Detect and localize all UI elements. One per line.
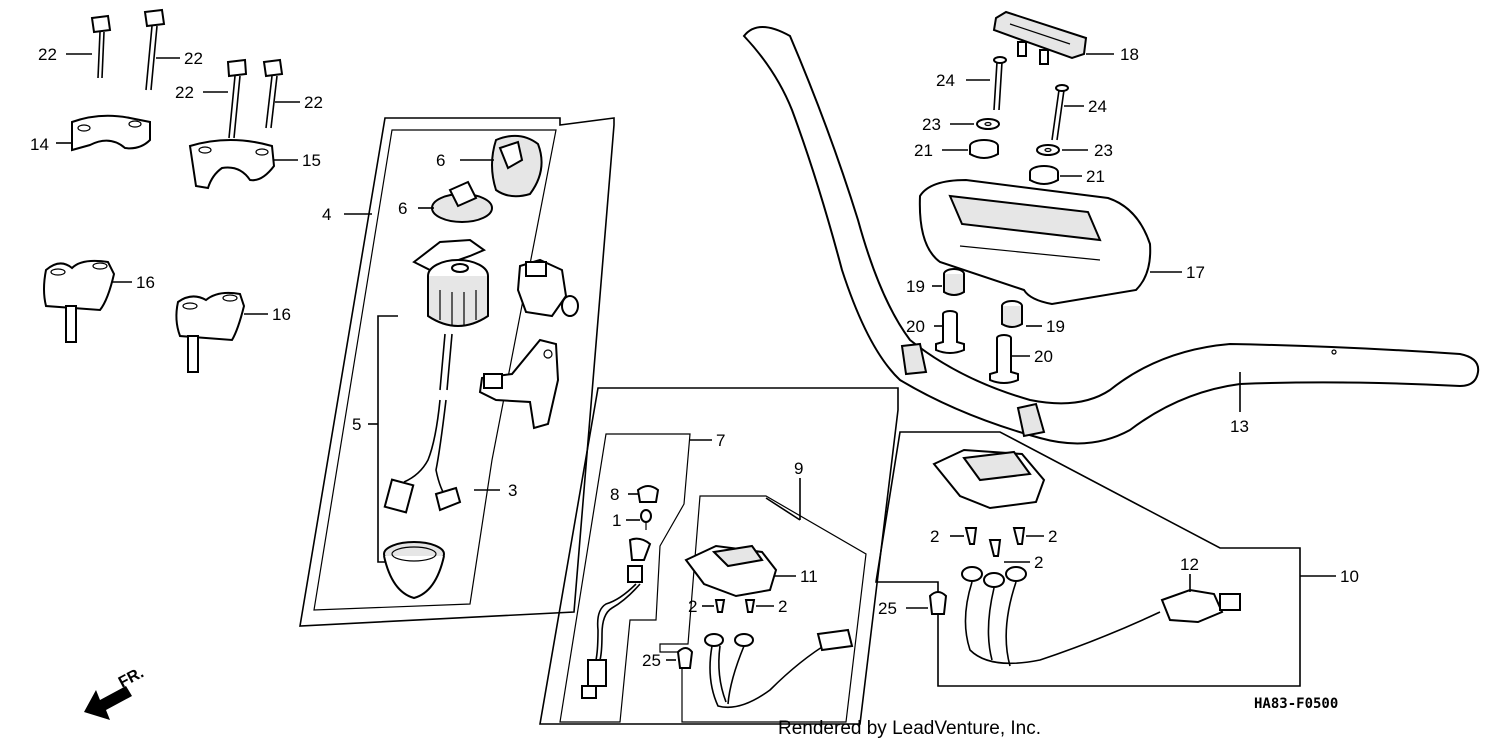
callout-20-a: 20 xyxy=(906,317,925,336)
callout-2-c: 2 xyxy=(930,527,939,546)
callout-23-b: 23 xyxy=(1094,141,1113,160)
terminal-2-d xyxy=(1012,527,1026,545)
callout-18: 18 xyxy=(1120,45,1139,64)
front-arrow-icon: FR. xyxy=(84,664,147,720)
callout-16-a: 16 xyxy=(136,273,155,292)
washer-23-a xyxy=(976,118,1000,130)
indicator-wire-harness xyxy=(581,537,652,699)
group-4-outline xyxy=(299,117,615,627)
callout-6-b: 6 xyxy=(398,199,407,218)
callout-5: 5 xyxy=(352,415,361,434)
callout-21-a: 21 xyxy=(914,141,933,160)
callout-2-d: 2 xyxy=(1048,527,1057,546)
upper-holder-15 xyxy=(188,139,276,190)
callout-25-b: 25 xyxy=(878,599,897,618)
relay-10 xyxy=(932,448,1046,510)
group-9-inner-outline xyxy=(659,495,867,723)
collar-20-b xyxy=(989,334,1019,384)
relay-harness-9 xyxy=(704,628,854,709)
callout-6-a: 6 xyxy=(436,151,445,170)
callout-7: 7 xyxy=(716,431,725,450)
callout-1: 1 xyxy=(612,511,621,530)
handlebar-13 xyxy=(742,26,1480,445)
callout-8: 8 xyxy=(610,485,619,504)
callout-23-a: 23 xyxy=(922,115,941,134)
group-10-outline xyxy=(875,431,1301,687)
switch-bracket xyxy=(478,338,560,430)
terminal-2-c xyxy=(964,527,978,545)
front-direction-label: FR. xyxy=(116,664,147,691)
callout-24-a: 24 xyxy=(936,71,955,90)
bolt-22-a xyxy=(90,14,112,79)
emblem-18 xyxy=(992,10,1088,65)
callout-12: 12 xyxy=(1180,555,1199,574)
ignition-switch-body xyxy=(383,238,489,514)
callout-4: 4 xyxy=(322,205,331,224)
callout-14: 14 xyxy=(30,135,49,154)
callout-17: 17 xyxy=(1186,263,1205,282)
callout-2-e: 2 xyxy=(1034,553,1043,572)
callout-15: 15 xyxy=(302,151,321,170)
callout-25-a: 25 xyxy=(642,651,661,670)
terminal-2-b xyxy=(744,599,756,613)
upper-holder-14 xyxy=(71,114,151,152)
bulb-1 xyxy=(640,509,652,530)
band-19-b xyxy=(1001,300,1023,328)
lower-holder-16-a xyxy=(43,259,116,343)
relay-harness-12 xyxy=(961,566,1241,667)
washer-23-b xyxy=(1036,144,1060,156)
group-7-outline xyxy=(559,433,691,723)
lower-holder-16-b xyxy=(175,291,246,373)
callout-2-b: 2 xyxy=(778,597,787,616)
clip-25-b xyxy=(928,591,948,615)
diagram-code: HA83-F0500 xyxy=(1254,696,1338,712)
callout-2-a: 2 xyxy=(688,597,697,616)
render-credit: Rendered by LeadVenture, Inc. xyxy=(778,718,1041,739)
band-19-a xyxy=(943,268,965,296)
bolt-22-b xyxy=(143,8,166,91)
terminal-2-e xyxy=(988,539,1002,557)
callout-11: 11 xyxy=(800,567,818,586)
callout-19-a: 19 xyxy=(906,277,925,296)
clip-25-a xyxy=(676,647,694,669)
indicator-bulb-8 xyxy=(636,485,660,503)
key-cap-6-b xyxy=(431,180,493,223)
collar-20-a xyxy=(935,310,965,354)
screw-24-a xyxy=(993,56,1007,111)
callout-9: 9 xyxy=(794,459,803,478)
handle-lock xyxy=(516,258,579,318)
callout-22-c: 22 xyxy=(175,83,194,102)
switch-bezel xyxy=(383,541,445,600)
callout-22-a: 22 xyxy=(38,45,57,64)
callout-19-b: 19 xyxy=(1046,317,1065,336)
key-cap-6-a xyxy=(491,134,543,198)
callout-22-b: 22 xyxy=(184,49,203,68)
callout-24-b: 24 xyxy=(1088,97,1107,116)
grommet-21-b xyxy=(1029,165,1059,185)
callout-21-b: 21 xyxy=(1086,167,1105,186)
terminal-2-a xyxy=(714,599,726,613)
screw-24-b xyxy=(1051,84,1069,141)
group-3-outline xyxy=(313,129,557,611)
callout-13: 13 xyxy=(1230,417,1249,436)
relay-11 xyxy=(684,544,778,598)
callout-22-d: 22 xyxy=(304,93,323,112)
callout-16-b: 16 xyxy=(272,305,291,324)
callout-3: 3 xyxy=(508,481,517,500)
callout-20-b: 20 xyxy=(1034,347,1053,366)
bolt-22-d xyxy=(262,58,284,129)
callout-10: 10 xyxy=(1340,567,1359,586)
grommet-21-a xyxy=(969,139,999,159)
bolt-22-c xyxy=(226,58,248,139)
handlebar-pad-17 xyxy=(918,178,1152,306)
